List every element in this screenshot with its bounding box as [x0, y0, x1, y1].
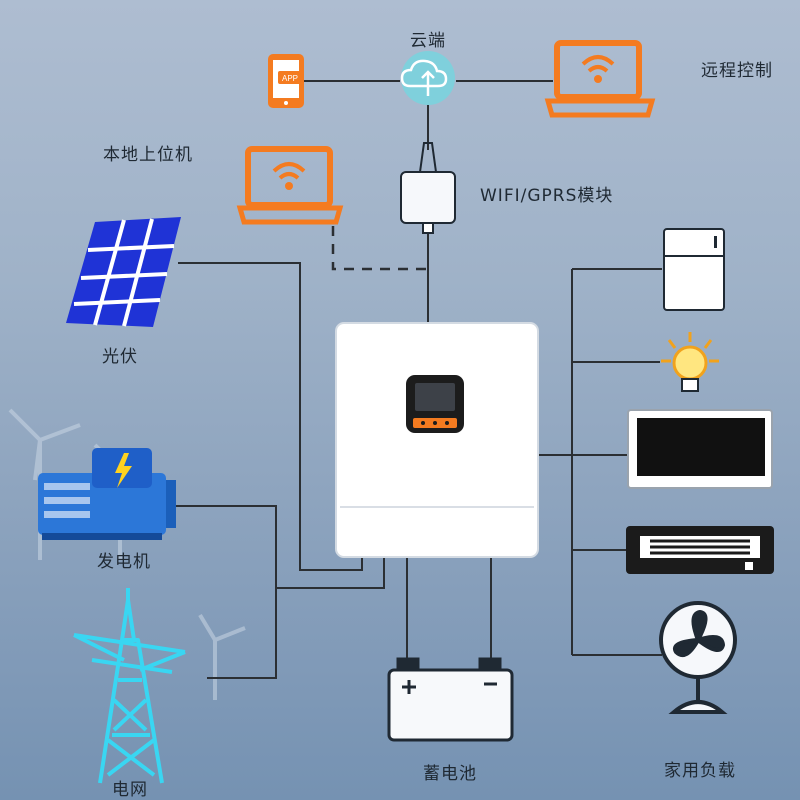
inverter-icon [335, 322, 539, 558]
cloud-icon [400, 51, 455, 105]
fridge-icon [663, 228, 725, 311]
tv-icon [627, 409, 773, 489]
solar-panel-icon [66, 217, 181, 327]
label-cloud: 云端 [410, 31, 446, 51]
phone-app-icon: APP [268, 54, 304, 108]
label-home-loads: 家用负载 [664, 761, 736, 781]
light-bulb-icon [661, 332, 719, 392]
air-conditioner-icon [626, 526, 774, 574]
label-generator: 发电机 [97, 552, 151, 572]
battery-icon [387, 657, 514, 742]
app-badge-text: APP [282, 74, 298, 83]
local-link-dashed [331, 226, 428, 271]
label-wifi-module: WIFI/GPRS模块 [480, 186, 614, 206]
fan-icon [659, 601, 737, 714]
label-solar: 光伏 [102, 347, 138, 367]
label-battery: 蓄电池 [423, 764, 477, 784]
label-grid: 电网 [112, 780, 148, 800]
power-tower-icon [73, 588, 186, 784]
connection-lines [175, 80, 662, 679]
laptop-wifi-icon [544, 40, 656, 118]
generator-icon [38, 448, 176, 540]
label-local-pc: 本地上位机 [103, 145, 193, 165]
dongle-icon [400, 142, 456, 234]
label-remote-control: 远程控制 [701, 61, 773, 81]
laptop-wifi-icon [236, 146, 344, 225]
